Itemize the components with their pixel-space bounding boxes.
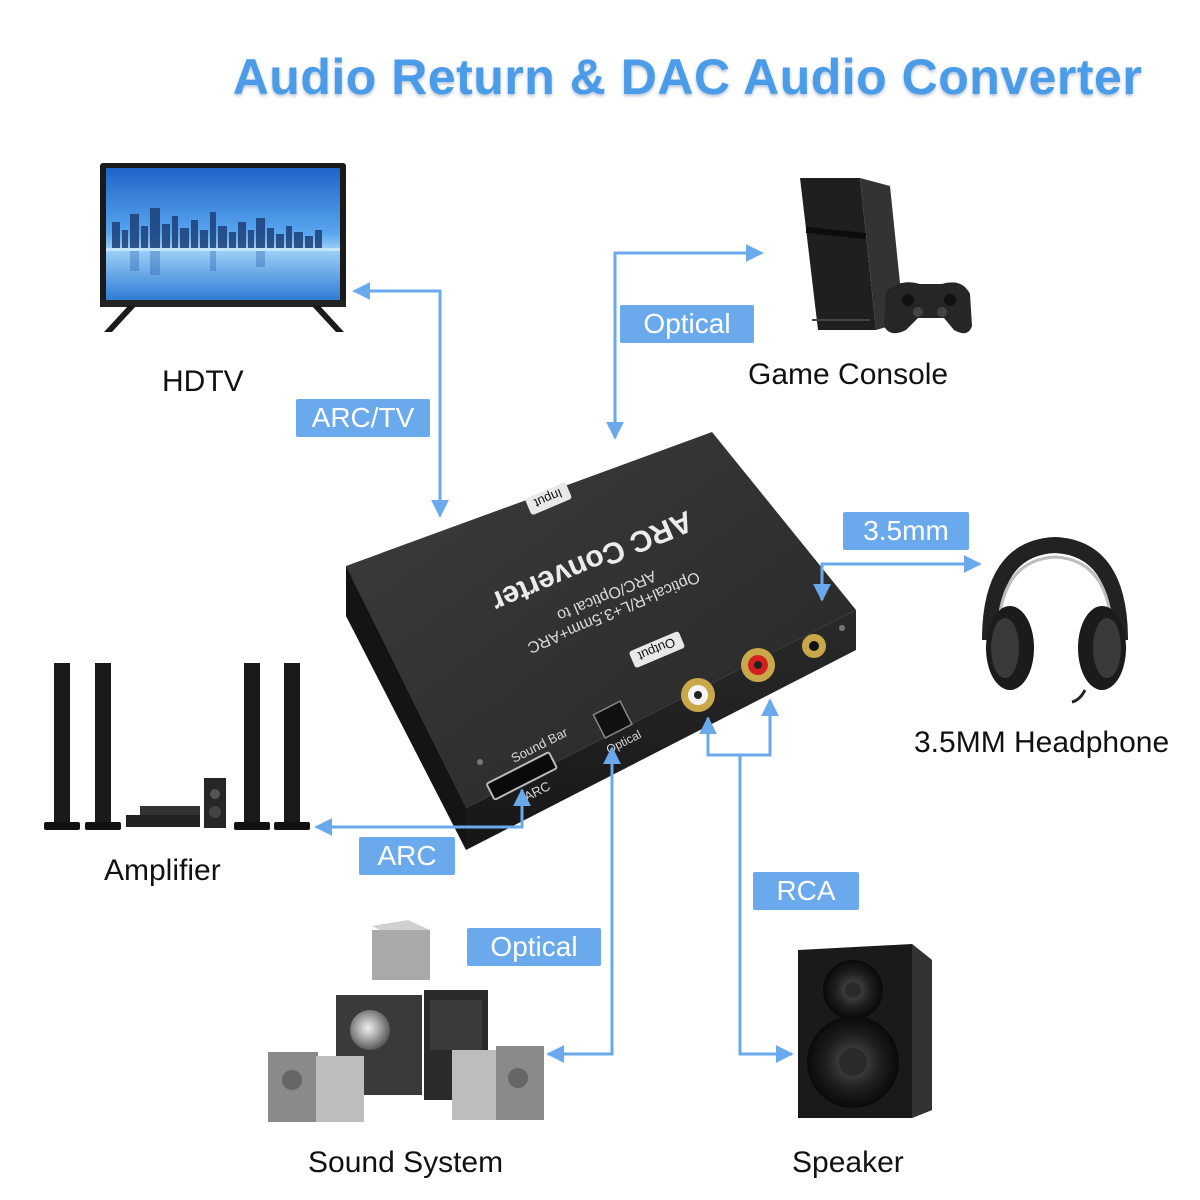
hdtv-image <box>100 163 346 332</box>
headphone-label: 3.5MM Headphone <box>914 726 1170 759</box>
wire-optical-in <box>606 244 764 440</box>
wire-arc-out <box>314 788 531 836</box>
game-console-image <box>800 178 972 334</box>
arc-output-tag: ARC <box>359 837 455 875</box>
wire-optical-out <box>546 746 621 1063</box>
optical-output-tag: Optical <box>467 928 601 966</box>
sound-system-image <box>268 920 544 1122</box>
optical-input-tag: Optical <box>620 305 754 343</box>
mm35-tag: 3.5mm <box>843 512 969 550</box>
wire-arc-tv <box>352 282 449 518</box>
amplifier-label: Amplifier <box>104 854 221 887</box>
hdtv-label: HDTV <box>162 365 244 398</box>
speaker-label: Speaker <box>792 1146 904 1179</box>
wire-3-5mm <box>813 555 982 602</box>
arc-tv-tag: ARC/TV <box>296 399 430 437</box>
speaker-image <box>798 944 932 1118</box>
arc-converter-device: ARC Converter ARC/Optical to Optical+R/L… <box>346 432 856 850</box>
rca-tag: RCA <box>753 872 859 910</box>
amplifier-image <box>44 663 310 830</box>
page-title: Audio Return & DAC Audio Converter <box>232 49 1143 105</box>
headphone-image <box>982 536 1128 704</box>
wire-rca <box>738 755 794 1063</box>
wire-rca-bridge <box>699 698 779 757</box>
sound-system-label: Sound System <box>308 1146 504 1179</box>
game-console-label: Game Console <box>748 358 949 391</box>
